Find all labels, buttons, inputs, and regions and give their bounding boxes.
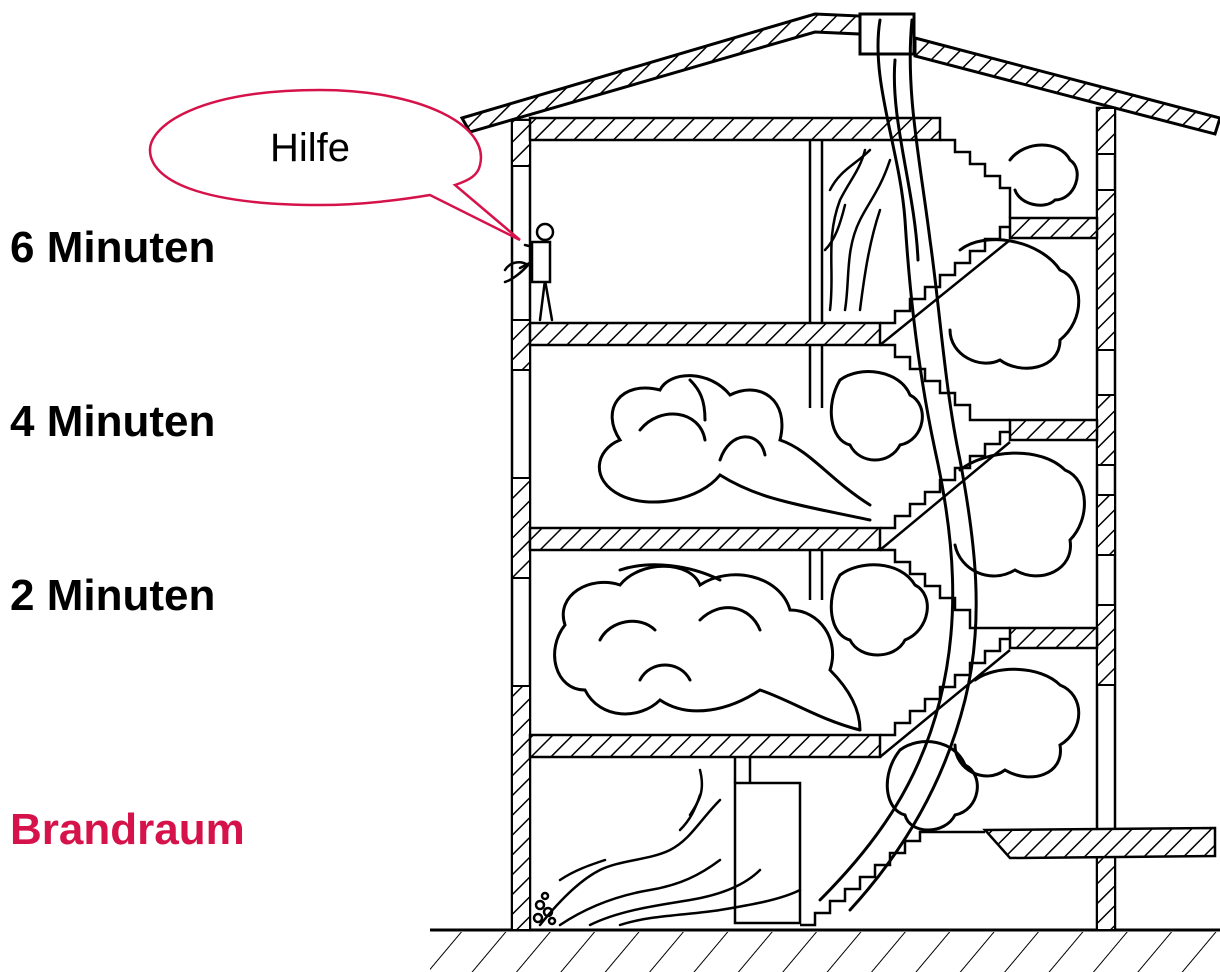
flames-top-floor [825, 150, 890, 310]
fire-room-label: Brandraum [10, 808, 245, 852]
floor-2-label: 2 Minuten [10, 574, 215, 618]
chimney [860, 14, 914, 54]
speech-bubble-text: Hilfe [270, 128, 350, 168]
left-wall [512, 120, 530, 930]
ground [430, 930, 1220, 972]
smoke-clouds [555, 20, 1085, 910]
floor-6-label: 6 Minuten [10, 226, 215, 270]
floor-4-label: 4 Minuten [10, 400, 215, 444]
right-wall [1097, 108, 1115, 930]
